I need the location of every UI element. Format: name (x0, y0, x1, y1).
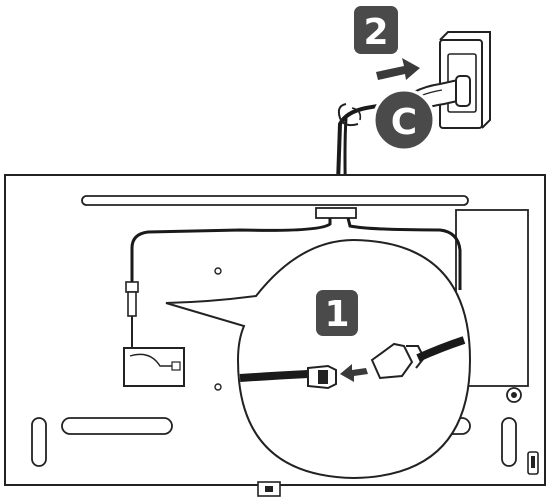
step-1-label: 1 (324, 294, 349, 335)
cable-clip (315, 207, 357, 219)
step-2-badge: 2 (354, 6, 398, 54)
step-2-label: 2 (363, 12, 388, 53)
callout-c-label: C (391, 102, 417, 143)
magnified-callout (165, 238, 472, 480)
power-input-port (123, 347, 185, 387)
internal-power-cable (125, 217, 462, 348)
insert-arrow-icon (376, 58, 420, 80)
callout-c-badge: C (372, 88, 436, 152)
magnified-connector (239, 336, 466, 390)
step-1-badge: 1 (316, 290, 358, 336)
